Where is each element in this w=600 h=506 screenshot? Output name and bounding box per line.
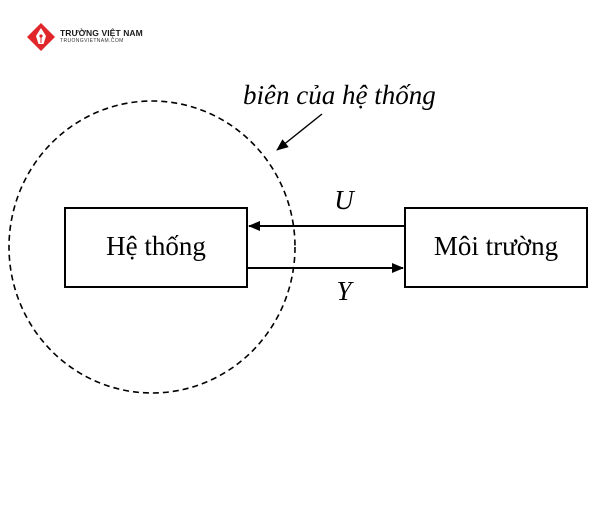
output-label: Y	[336, 276, 354, 306]
system-boundary-circle	[8, 100, 296, 394]
logo-text: TRƯỜNG VIỆT NAM TRUONGVIETNAM.COM	[60, 29, 143, 45]
logo-icon	[27, 23, 55, 51]
environment-box	[404, 207, 588, 288]
environment-label: Môi trường	[434, 231, 558, 261]
boundary-pointer-arrow	[276, 113, 323, 151]
input-label: U	[334, 185, 355, 215]
boundary-label: biên của hệ thống	[243, 80, 436, 110]
system-label: Hệ thống	[106, 231, 206, 261]
logo-url: TRUONGVIETNAM.COM	[60, 38, 124, 44]
system-box	[64, 207, 248, 288]
logo: TRƯỜNG VIỆT NAM TRUONGVIETNAM.COM	[26, 22, 143, 52]
logo-name: TRƯỜNG VIỆT NAM	[60, 28, 143, 38]
